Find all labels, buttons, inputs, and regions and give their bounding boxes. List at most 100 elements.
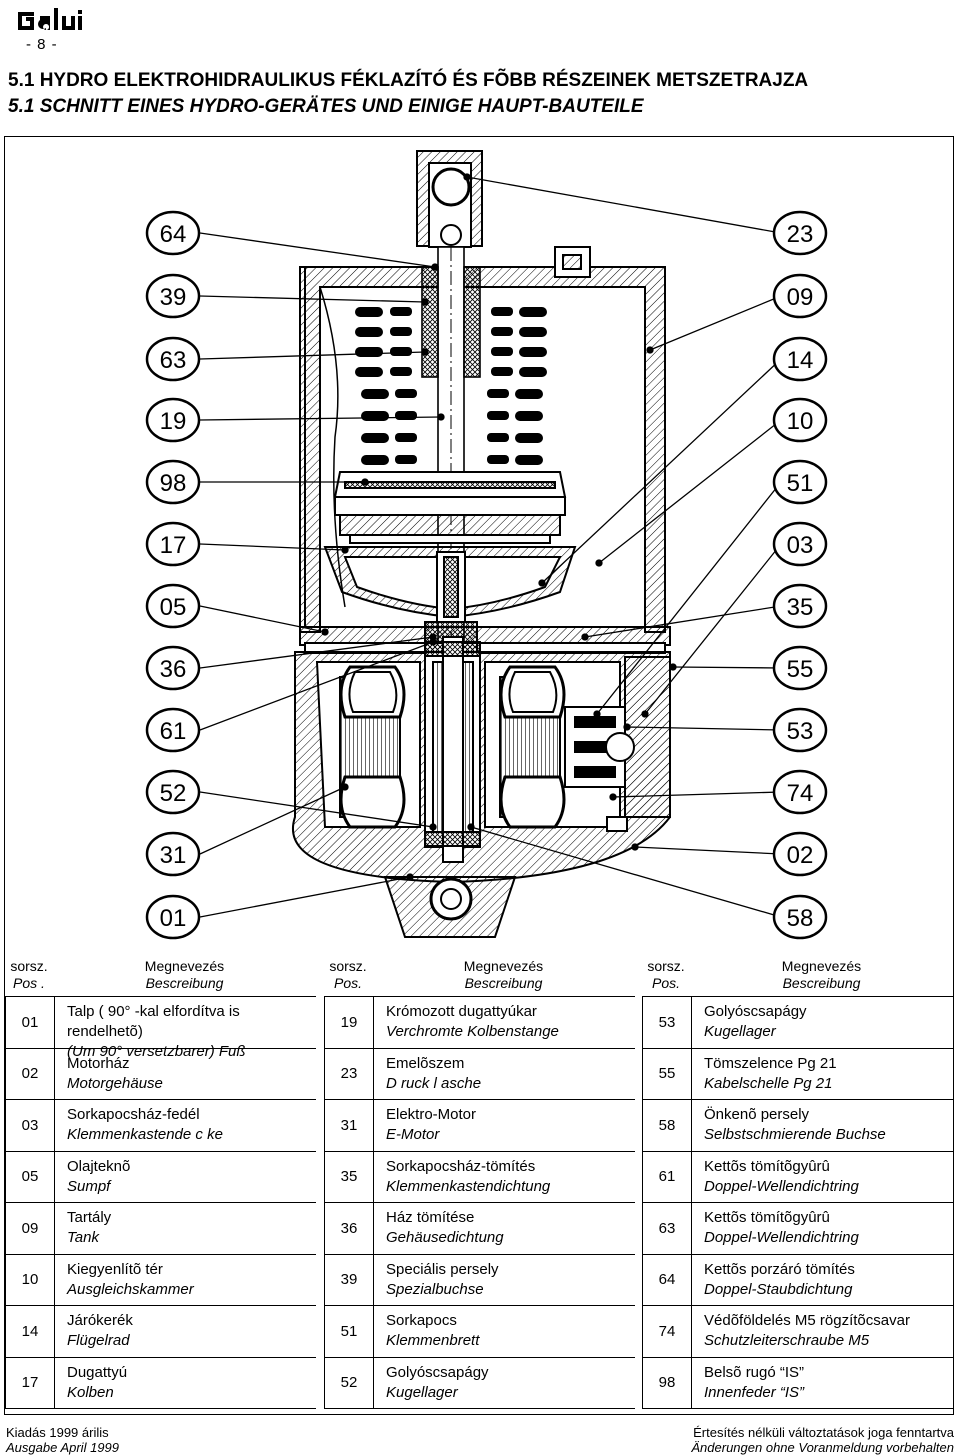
part-name-de: E-Motor: [386, 1126, 440, 1143]
part-name-hu: Sorkapocsház-fedél: [67, 1106, 200, 1123]
pos-header-hu: sorsz.: [329, 958, 367, 974]
foot: [383, 876, 517, 938]
callout-61: 61: [145, 707, 201, 753]
callout-label: 14: [787, 347, 814, 374]
callouts-left: 64 39 63 19 98 17 05 36 61 52 31 01: [145, 210, 201, 940]
issue-date-de: Ausgabe April 1999: [6, 1440, 119, 1455]
part-name-de: Klemmenbrett: [386, 1332, 480, 1349]
galvi-logo: [18, 8, 82, 30]
part-name-de: Gehäusedichtung: [386, 1229, 504, 1246]
change-notice-de: Änderungen ohne Voranmeldung vorbehalten: [691, 1440, 954, 1455]
impeller-funnel: [323, 546, 577, 623]
part-number: 14: [6, 1306, 55, 1357]
piston-plate: [333, 471, 567, 544]
callout-03: 03: [772, 521, 828, 567]
callout-label: 17: [160, 532, 187, 559]
callout-02: 02: [772, 831, 828, 877]
desc-header-de: Bescreibung: [145, 975, 224, 991]
stator: [339, 665, 566, 829]
desc-header-de: Bescreibung: [782, 975, 861, 991]
callout-31: 31: [145, 831, 201, 877]
part-name-de: Doppel-Staubdichtung: [704, 1280, 853, 1298]
part-number: 09: [6, 1203, 55, 1254]
part-number: 01: [6, 997, 55, 1048]
callout-label: 02: [787, 842, 814, 869]
callout-label: 98: [160, 470, 187, 497]
part-number: 58: [643, 1100, 692, 1151]
rotor-shaft: [424, 636, 481, 863]
callout-label: 09: [787, 284, 814, 311]
part-name-hu: Golyóscsapágy: [704, 1003, 807, 1020]
part-name-de: (Um 90° versetzbarer) Fuß: [67, 1043, 246, 1060]
title-hungarian: 5.1 HYDRO ELEKTROHIDRAULIKUS FÉKLAZÍTÓ É…: [8, 70, 809, 91]
terminal-box: [564, 656, 671, 832]
part-name-hu: Golyóscsapágy: [386, 1363, 489, 1381]
part-number: 05: [6, 1151, 55, 1202]
part-number: 61: [643, 1151, 692, 1202]
title-german: 5.1 SCHNITT EINES HYDRO-GERÄTES UND EINI…: [8, 96, 644, 117]
part-name-hu: Kettõs tömítõgyûrû: [704, 1157, 830, 1175]
part-number: 19: [325, 997, 374, 1048]
desc-header-hu: Megnevezés: [463, 958, 544, 974]
part-number: 36: [325, 1203, 374, 1254]
part-name-de: Klemmenkastendichtung: [386, 1177, 551, 1195]
spring-left-inner: [390, 307, 417, 486]
part-name-hu: Védõföldelés M5 rögzítõcsavar: [704, 1312, 910, 1329]
spring-right-inner: [487, 307, 513, 486]
callout-label: 63: [160, 347, 187, 374]
callout-label: 31: [160, 842, 187, 869]
part-name-hu: Emelõszem: [386, 1054, 465, 1072]
part-name-de: Doppel-Wellendichtring: [704, 1229, 859, 1246]
callout-label: 10: [787, 408, 814, 435]
pos-header: sorsz. Pos .: [5, 958, 53, 992]
callout-64: 64: [145, 210, 201, 256]
part-name-de: Schutzleiterschraube M5: [704, 1332, 870, 1349]
callout-label: 39: [160, 284, 187, 311]
content-frame: [4, 136, 954, 1415]
column-header: sorsz. Pos . Megnevezés Bescreibung: [5, 950, 316, 996]
part-name-de: Ausgleichskammer: [67, 1280, 194, 1298]
callout-19: 19: [145, 397, 201, 443]
desc-header-de: Bescreibung: [464, 975, 543, 991]
part-name-hu: Sorkapocs: [386, 1312, 457, 1329]
part-number: 17: [6, 1357, 55, 1408]
part-name-de: Kabelschelle Pg 21: [704, 1074, 833, 1092]
callout-63: 63: [145, 336, 201, 382]
part-name-de: D ruck l asche: [386, 1074, 482, 1092]
part-number: 03: [6, 1100, 55, 1151]
part-number: 23: [325, 1048, 374, 1099]
part-name-hu: Ház tömítése: [386, 1209, 475, 1226]
desc-header-hu: Megnevezés: [144, 958, 225, 974]
part-number: 98: [643, 1357, 692, 1408]
callout-35: 35: [772, 583, 828, 629]
callout-53: 53: [772, 707, 828, 753]
callout-74: 74: [772, 769, 828, 815]
part-name-de: Kugellager: [704, 1023, 776, 1040]
callout-10: 10: [772, 397, 828, 443]
callout-label: 55: [787, 656, 814, 683]
callout-label: 53: [787, 718, 814, 745]
callout-09: 09: [772, 273, 828, 319]
part-name-hu: Sorkapocsház-tömítés: [386, 1157, 536, 1175]
part-number: 35: [325, 1151, 374, 1202]
part-name-hu: Dugattyú: [67, 1363, 128, 1381]
